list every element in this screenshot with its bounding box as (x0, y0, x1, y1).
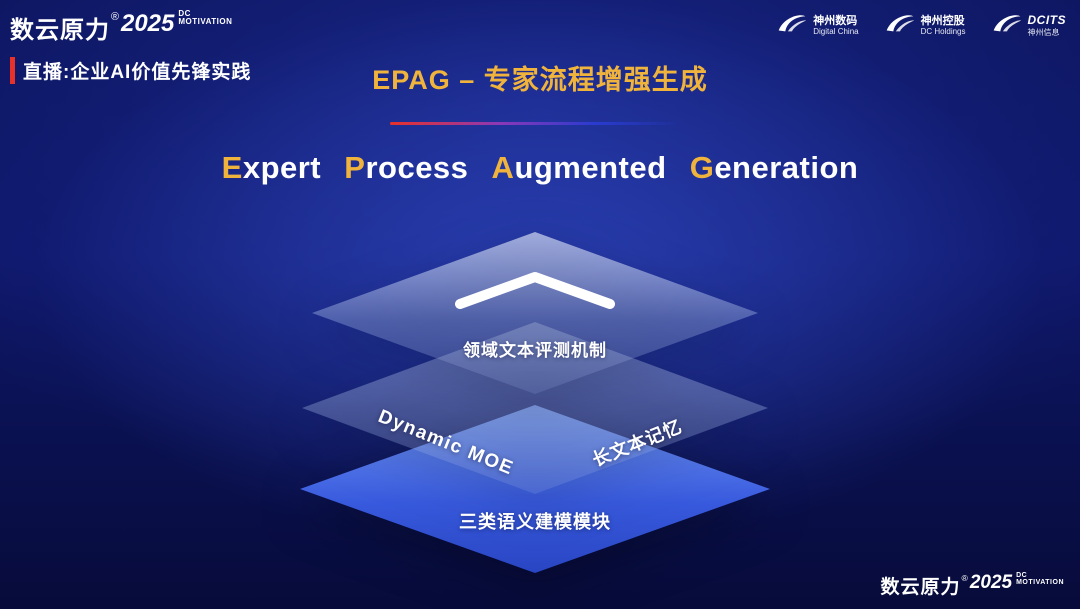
subtitle-word: Augmented (491, 150, 667, 185)
logo-text: DCITS 神州信息 (1027, 13, 1067, 37)
live-stream-label: 直播:企业AI价值先锋实践 (10, 57, 251, 84)
page-subtitle: Expert Process Augmented Generation (0, 150, 1080, 186)
top-layer-label: 领域文本评测机制 (463, 341, 607, 360)
logo-name: 神州数码 (813, 14, 858, 27)
footer-brand-logo: 数云原力 ® 2025 DC MOTIVATION (880, 572, 1064, 599)
chevron-up-icon (452, 268, 618, 317)
logo-digital-china: 神州数码 Digital China (777, 12, 859, 39)
brand-tagline-line1: DC (178, 9, 191, 18)
brand-registered-mark: ® (961, 573, 968, 583)
header-brand-logo: 数云原力 ® 2025 DC MOTIVATION (10, 9, 233, 45)
brand-tagline-line2: MOTIVATION (1016, 579, 1064, 587)
logo-subname: DC Holdings (920, 27, 966, 37)
brand-registered-mark: ® (111, 11, 119, 23)
brand-tagline-line1: DC (1016, 572, 1028, 579)
brand-tagline: DC MOTIVATION (1016, 572, 1064, 587)
subtitle-word: Expert (221, 150, 322, 185)
brand-year: 2025 (120, 10, 175, 37)
brand-tagline-line2: MOTIVATION (178, 17, 233, 27)
logo-subname: 神州信息 (1027, 27, 1060, 37)
logo-name: DCITS (1027, 13, 1066, 27)
gradient-divider (390, 122, 682, 125)
logo-name: 神州控股 (920, 14, 965, 27)
swoosh-icon (992, 12, 1022, 39)
logo-dcits: DCITS 神州信息 (992, 12, 1067, 39)
partner-logo-row: 神州数码 Digital China 神州控股 DC Holdings DCIT… (777, 12, 1066, 39)
layer-top (312, 232, 758, 394)
brand-tagline: DC MOTIVATION (178, 9, 233, 27)
logo-dc-holdings: 神州控股 DC Holdings (885, 12, 966, 39)
layer-bottom (300, 405, 770, 573)
brand-name: 数云原力 (10, 17, 110, 44)
page-title: EPAG – 专家流程增强生成 (372, 65, 708, 95)
bottom-layer-label: 三类语义建模模块 (459, 512, 611, 532)
logo-text: 神州控股 DC Holdings (921, 15, 966, 37)
swoosh-icon (885, 12, 915, 39)
brand-name: 数云原力 (880, 577, 961, 598)
swoosh-icon (777, 12, 807, 39)
subtitle-word: Generation (689, 150, 859, 185)
logo-subname: Digital China (813, 27, 859, 37)
logo-text: 神州数码 Digital China (813, 15, 858, 37)
brand-year: 2025 (969, 572, 1013, 593)
subtitle-word: Process (344, 150, 469, 185)
